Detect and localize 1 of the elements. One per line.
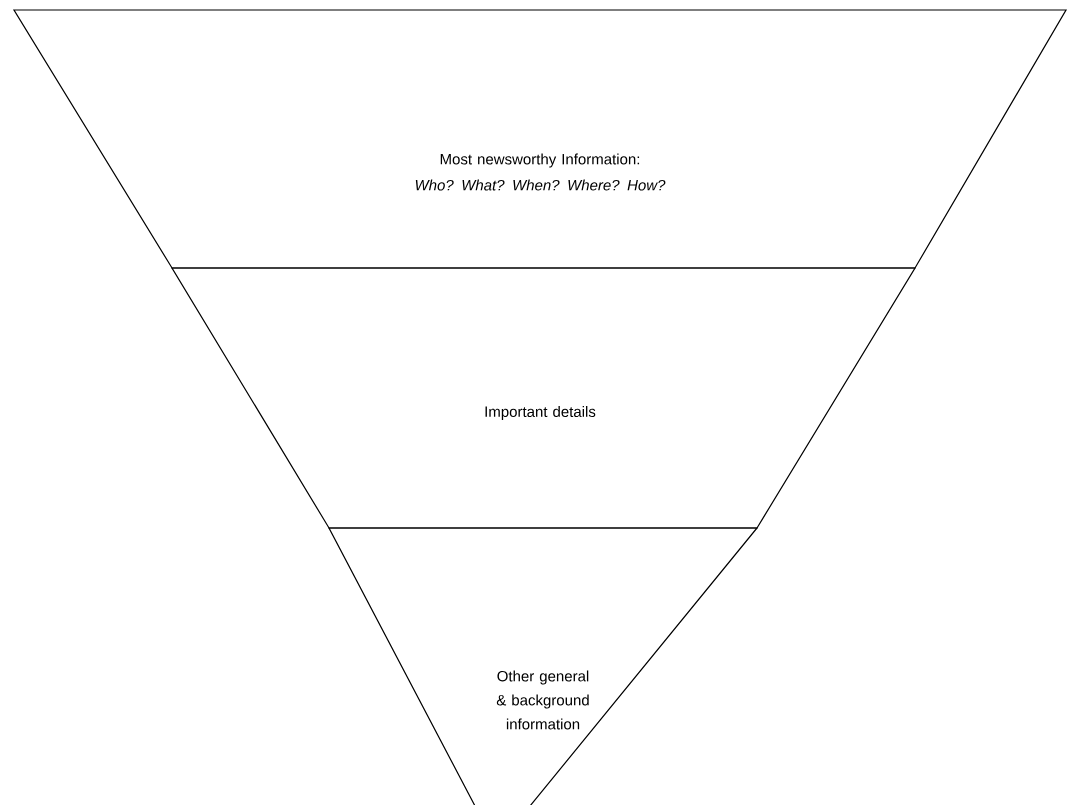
pyramid-band: Other general & background information	[328, 527, 759, 805]
